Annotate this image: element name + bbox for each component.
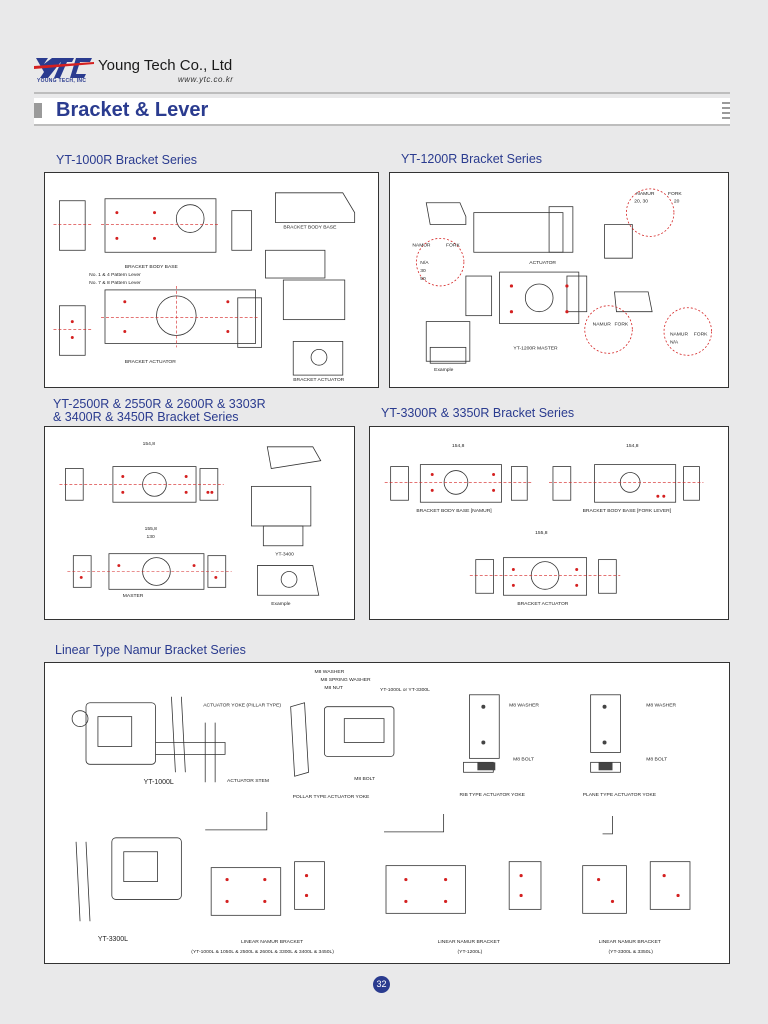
yt1200r-fork-label-2: FORK [446, 242, 460, 248]
linear-label-stem: ACTUATOR STEM [227, 778, 269, 784]
yt1200r-namur-value: 20, 30 [634, 199, 648, 205]
yt1200r-fork-label: FORK [668, 191, 682, 197]
website: www.ytc.co.kr [178, 75, 234, 84]
yt1200r-v30: 30 [420, 268, 426, 274]
company-logo [34, 52, 96, 86]
yt1200r-namur-label: NAMUR [636, 191, 655, 197]
yt1200r-fork-label-4: FORK [694, 331, 708, 337]
yt1000r-label-lever1: No. 1 & 4 Pattern Lever [89, 272, 141, 278]
yt3300r-label-base-namur: BRACKET BODY BASE [NAMUR] [416, 508, 492, 514]
yt1200r-na-label: N/A [420, 260, 429, 266]
yt3300r-title: YT-3300R & 3350R Bracket Series [381, 406, 575, 420]
yt1000r-drawing: BRACKET BODY BASE No. 1 & 4 Pattern Leve… [44, 172, 379, 388]
company-name: Young Tech Co., Ltd [98, 57, 233, 74]
title-bar [34, 98, 730, 124]
yt1000r-label-lever2: No. 7 & 8 Pattern Lever [89, 280, 141, 286]
yt1200r-fork-value: 20 [674, 199, 680, 205]
page-title: Bracket & Lever [56, 99, 209, 121]
yt1200r-namur-label-4: NAMUR [670, 331, 689, 337]
yt1000r-label-actuator: BRACKET ACTUATOR [125, 359, 176, 365]
linear-label-rib-washer: M8 WASHER [509, 703, 539, 709]
linear-drawing: ACTUATOR YOKE (PILLAR TYPE) ACTUATOR STE… [44, 662, 730, 964]
yt2500r-svg: 154,8 155,8 130 MASTER YT-3400 Example [59, 441, 322, 607]
linear-label-plane: PLANE TYPE ACTUATOR YOKE [583, 792, 657, 798]
yt1200r-fork-label-3: FORK [614, 322, 628, 328]
title-marker [34, 103, 42, 118]
linear-label-m8-spring: M8 SPRING WASHER [320, 677, 371, 683]
yt1000r-label-body-base: BRACKET BODY BASE [125, 264, 179, 270]
page-number: 32 [373, 976, 390, 993]
linear-label-lnb-1: LINEAR NAMUR BRACKET [241, 939, 303, 945]
yt1200r-actuator-label: ACTUATOR [529, 260, 556, 266]
linear-label-lnb-sub1: (YT-1000L & 1050L & 2500L & 2600L & 3300… [191, 949, 334, 955]
yt3300r-label-base-fork: BRACKET BODY BASE [FORK LEVER] [583, 508, 672, 514]
yt2500r-dim-154: 154,8 [143, 441, 156, 447]
yt2500r-model-label: YT-3400 [275, 552, 294, 558]
yt2500r-example-label: Example [271, 601, 290, 607]
yt1200r-example-label: Example [434, 367, 453, 373]
linear-label-plane-bolt: M8 BOLT [646, 756, 667, 762]
linear-label-yt1000l: YT-1000L [144, 779, 174, 786]
linear-label-m8-washer: M8 WASHER [314, 669, 344, 675]
linear-label-m8-bolt: M8 BOLT [354, 776, 375, 782]
logo-subtext: YOUNG TECH, INC [37, 78, 87, 84]
linear-label-lnb-sub2: (YT-1200L) [458, 949, 483, 955]
linear-title: Linear Type Namur Bracket Series [55, 643, 246, 657]
linear-label-plane-washer: M8 WASHER [646, 703, 676, 709]
yt2500r-master-label: MASTER [123, 593, 144, 599]
yt1200r-master-label: YT-1200R MASTER [513, 345, 558, 351]
linear-label-rib: RIB TYPE ACTUATOR YOKE [460, 792, 526, 798]
yt2500r-title-line1: YT-2500R & 2550R & 2600R & 3303R [53, 397, 266, 411]
linear-label-lnb-sub3: (YT-3300L & 3350L) [609, 949, 654, 955]
linear-label-pollar: POLLAR TYPE ACTUATOR YOKE [293, 794, 370, 800]
yt3300r-label-actuator: BRACKET ACTUATOR [517, 601, 568, 607]
linear-label-yt3300l: YT-3300L [98, 936, 128, 943]
title-divider [34, 124, 730, 126]
yt1000r-label-actuator-3d: BRACKET ACTUATOR [293, 377, 344, 383]
header-divider [34, 92, 730, 94]
yt1200r-namur-label-2: NAMUR [412, 242, 431, 248]
yt3300r-dim-154-b: 154,8 [626, 443, 639, 449]
yt1200r-v50: 50 [420, 276, 426, 282]
linear-label-rib-bolt: M8 BOLT [513, 756, 534, 762]
yt3300r-svg: 154,8 154,8 155,8 BRACKET BODY BASE [NAM… [384, 443, 704, 607]
yt3300r-dim-154-a: 154,8 [452, 443, 465, 449]
yt1200r-drawing: NAMUR FORK 20, 30 20 NAMUR FORK N/A 30 5… [389, 172, 729, 388]
title-dots [722, 102, 730, 120]
yt2500r-dim-155: 155,8 [145, 526, 158, 532]
yt1200r-namur-label-3: NAMUR [593, 322, 612, 328]
yt1000r-title: YT-1000R Bracket Series [56, 153, 198, 167]
yt1200r-title: YT-1200R Bracket Series [401, 152, 543, 166]
linear-label-lnb-2: LINEAR NAMUR BRACKET [438, 939, 500, 945]
yt2500r-title-line2: & 3400R & 3450R Bracket Series [53, 410, 239, 424]
linear-label-m8-nut: M8 NUT [324, 685, 342, 691]
yt2500r-dim-130: 130 [147, 534, 155, 540]
yt1200r-svg: NAMUR FORK 20, 30 20 NAMUR FORK N/A 30 5… [412, 188, 712, 373]
linear-label-yt-ref: YT-1000L or YT-3300L [380, 687, 430, 693]
yt3300r-dim-155: 155,8 [535, 530, 548, 536]
yt1200r-na-label-2: N/A [670, 339, 679, 345]
yt1000r-svg: BRACKET BODY BASE No. 1 & 4 Pattern Leve… [53, 192, 356, 383]
yt2500r-drawing: 154,8 155,8 130 MASTER YT-3400 Example [44, 426, 355, 620]
linear-label-yoke-pillar: ACTUATOR YOKE (PILLAR TYPE) [203, 703, 281, 709]
yt1000r-label-body-base-3d: BRACKET BODY BASE [283, 224, 337, 230]
yt3300r-drawing: 154,8 154,8 155,8 BRACKET BODY BASE [NAM… [369, 426, 729, 620]
linear-label-lnb-3: LINEAR NAMUR BRACKET [599, 939, 661, 945]
linear-svg: ACTUATOR YOKE (PILLAR TYPE) ACTUATOR STE… [71, 669, 691, 955]
